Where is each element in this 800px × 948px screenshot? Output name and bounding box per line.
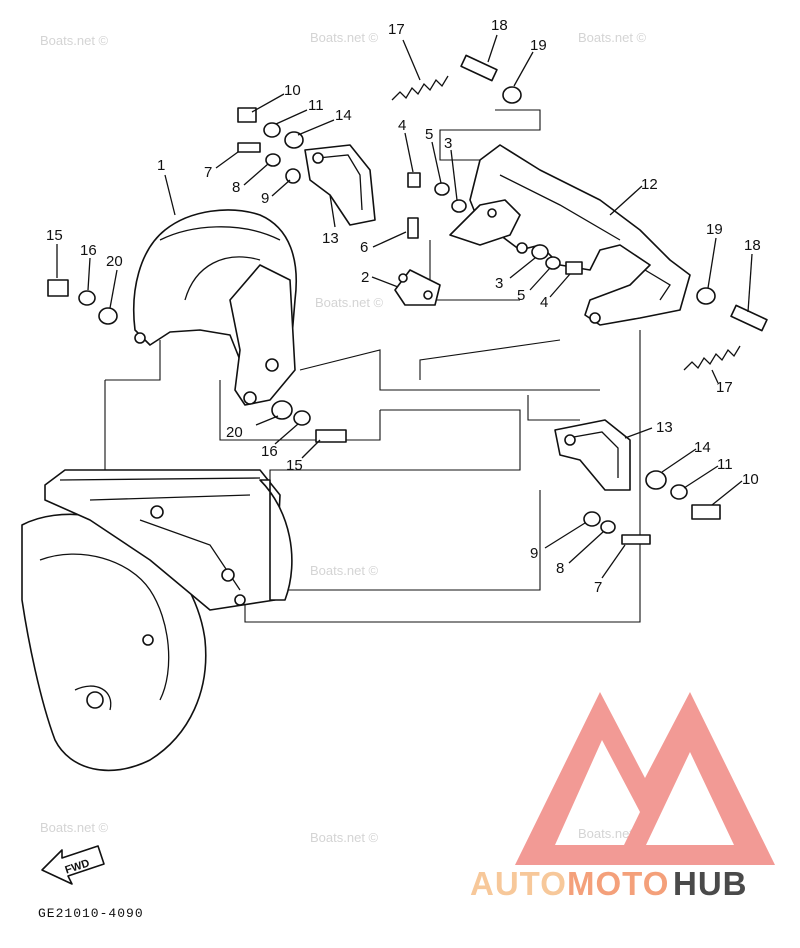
part-4-bolt: [565, 261, 583, 275]
callout-20: 20: [226, 424, 243, 441]
part-11-washer: [263, 122, 281, 138]
part-5-washer: [434, 182, 450, 196]
callout-13: 13: [656, 419, 673, 436]
part-12-plate: [469, 144, 691, 326]
fasteners-center: [271, 400, 347, 443]
callout-3: 3: [495, 275, 503, 292]
part-19-collar-lower: [696, 287, 716, 305]
part-19-collar-upper: [502, 86, 522, 104]
callout-15: 15: [286, 457, 303, 474]
callout-3: 3: [444, 135, 452, 152]
engine-casing: [21, 469, 293, 772]
callout-12: 12: [641, 176, 658, 193]
callout-15: 15: [46, 227, 63, 244]
part-8-washer: [265, 153, 281, 167]
leader-lines: [56, 34, 753, 579]
part-4-bolt: [407, 172, 421, 188]
callout-8: 8: [232, 179, 240, 196]
callout-18: 18: [491, 17, 508, 34]
part-15-bolt: [47, 279, 69, 297]
fasteners-left: [47, 279, 118, 325]
logo-mark-icon: [515, 692, 775, 865]
watermark-group: Boats.net © Boats.net © Boats.net © Boat…: [40, 30, 647, 845]
callout-19: 19: [706, 221, 723, 238]
callout-5: 5: [517, 287, 525, 304]
part-9-nut: [285, 168, 301, 184]
callout-10: 10: [742, 471, 759, 488]
logo-word-auto: AUTO: [470, 865, 567, 902]
part-13-plate-upper: [304, 144, 376, 226]
watermark: Boats.net ©: [310, 830, 379, 845]
watermark: Boats.net ©: [578, 30, 647, 45]
part-15-bolt: [315, 429, 347, 443]
callout-19: 19: [530, 37, 547, 54]
part-17-spring-upper: [391, 75, 449, 101]
fasteners-upper: [237, 107, 467, 239]
fwd-arrow: FWD: [41, 845, 105, 885]
part-10-bolt: [691, 504, 721, 520]
part-7-bolt: [237, 142, 261, 153]
callout-14: 14: [694, 439, 711, 456]
part-16-washer: [293, 410, 311, 426]
callout-9: 9: [530, 545, 538, 562]
part-20-collar: [271, 400, 293, 420]
part-11-washer: [670, 484, 688, 500]
callout-1: 1: [157, 157, 165, 174]
callout-7: 7: [204, 164, 212, 181]
callout-13: 13: [322, 230, 339, 247]
callout-14: 14: [335, 107, 352, 124]
fasteners-mid-right: [531, 244, 583, 275]
callout-4: 4: [540, 294, 548, 311]
part-6-fitting: [407, 217, 419, 239]
watermark: Boats.net ©: [310, 30, 379, 45]
callout-4: 4: [398, 117, 406, 134]
callout-5: 5: [425, 126, 433, 143]
part-16-washer: [78, 290, 96, 306]
callout-17: 17: [388, 21, 405, 38]
part-1-cover: [132, 209, 298, 406]
part-5-washer: [545, 256, 561, 270]
callout-2: 2: [361, 269, 369, 286]
callout-16: 16: [80, 242, 97, 259]
part-8-washer: [600, 520, 616, 534]
part-3-nut: [451, 199, 467, 213]
part-14-collar: [645, 470, 667, 490]
part-2-bracket: [394, 199, 521, 306]
watermark: Boats.net ©: [40, 33, 109, 48]
callout-9: 9: [261, 190, 269, 207]
callout-7: 7: [594, 579, 602, 596]
part-14-collar: [284, 131, 304, 149]
callout-6: 6: [360, 239, 368, 256]
drawing-code: GE21010-4090: [38, 906, 144, 921]
callout-16: 16: [261, 443, 278, 460]
watermark: Boats.net ©: [40, 820, 109, 835]
watermark: Boats.net ©: [315, 295, 384, 310]
logo-word-hub: HUB: [673, 865, 748, 902]
fasteners-lower-right: [583, 470, 721, 545]
automotohub-logo: AUTO MOTO HUB: [470, 692, 775, 902]
callout-11: 11: [717, 456, 733, 473]
logo-word-moto: MOTO: [567, 865, 669, 902]
part-18-stud-lower: [730, 304, 768, 332]
callout-10: 10: [284, 82, 301, 99]
part-9-nut: [583, 511, 601, 527]
part-17-spring-lower: [683, 345, 741, 371]
callout-8: 8: [556, 560, 564, 577]
callout-11: 11: [308, 97, 324, 114]
part-13-plate-lower: [554, 419, 631, 491]
callout-20: 20: [106, 253, 123, 270]
part-18-stud-upper: [460, 54, 498, 82]
callout-17: 17: [716, 379, 733, 396]
callout-labels: 17 18 19 10 11 14 7 8 9 1 4 5 3 12 13 6 …: [46, 17, 761, 596]
part-7-bolt: [621, 534, 651, 545]
watermark: Boats.net ©: [310, 563, 379, 578]
part-10-bolt: [237, 107, 257, 123]
part-20-collar: [98, 307, 118, 325]
callout-18: 18: [744, 237, 761, 254]
part-3-nut: [531, 244, 549, 260]
